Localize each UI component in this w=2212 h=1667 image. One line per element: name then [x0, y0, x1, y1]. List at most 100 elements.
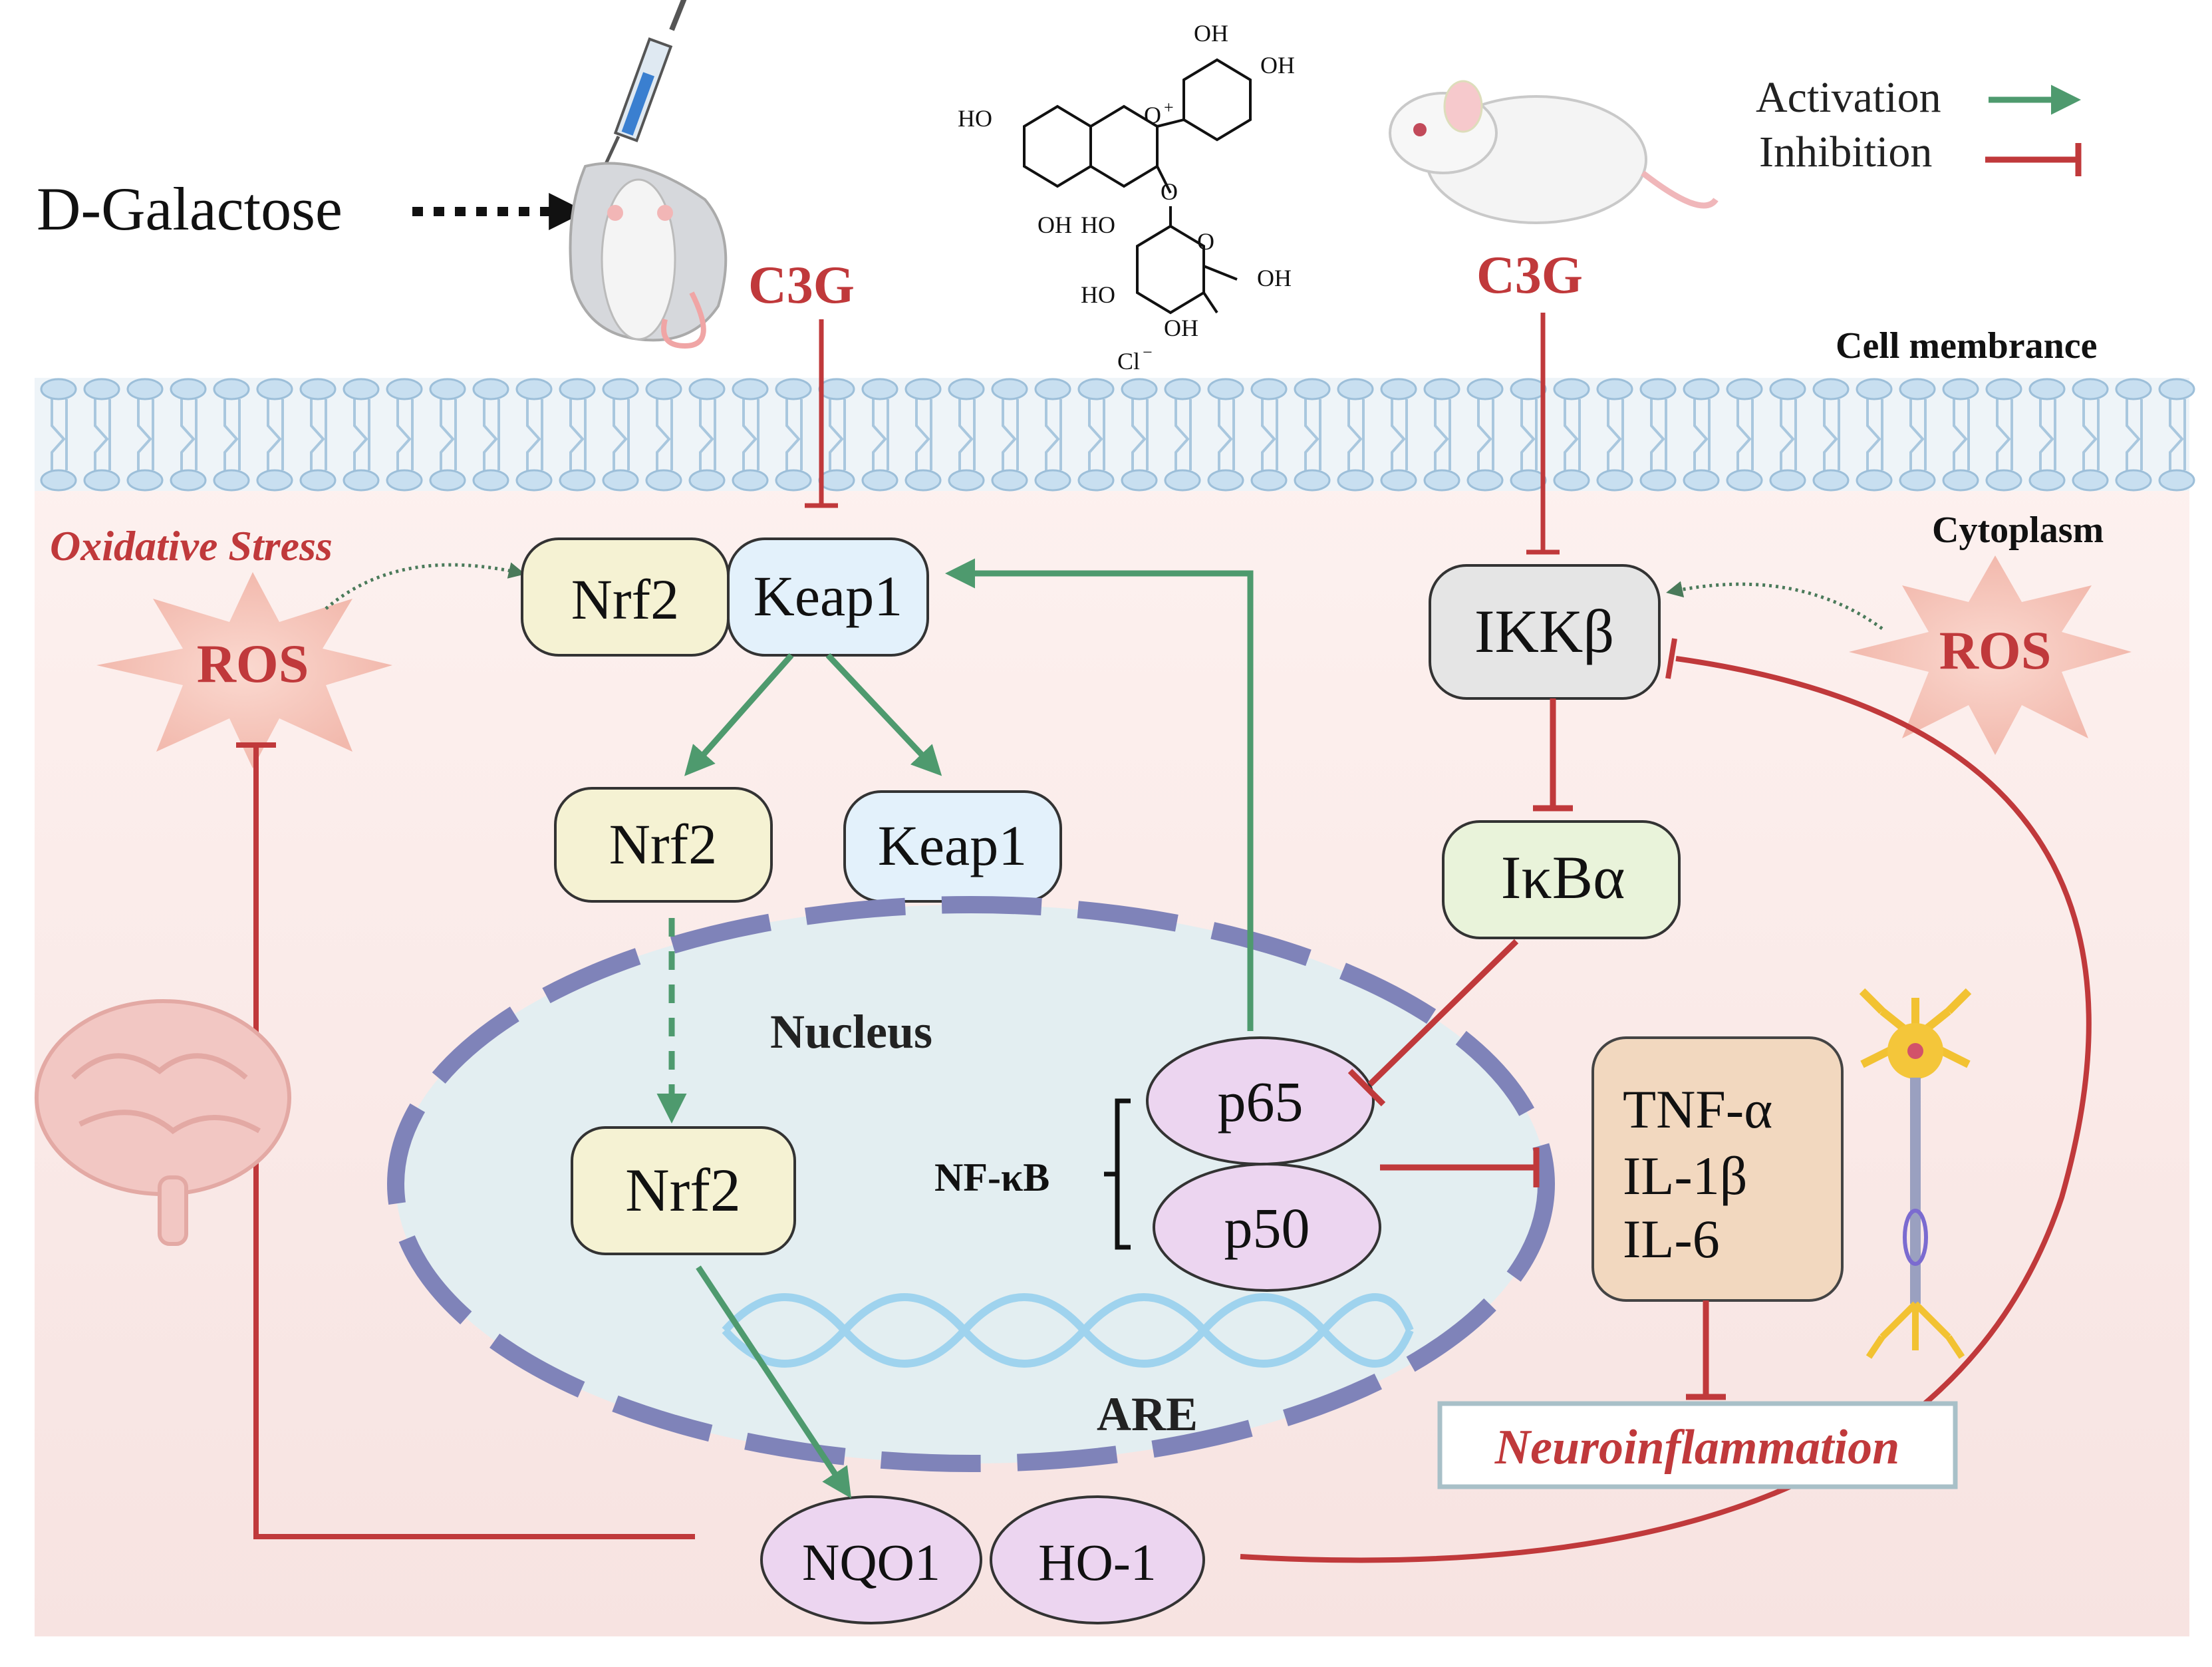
svg-text:OH: OH: [1164, 315, 1198, 341]
are-label: ARE: [1097, 1388, 1198, 1441]
phospholipid: [1380, 378, 1417, 492]
svg-text:+: +: [1164, 98, 1174, 117]
phospholipid: [2028, 378, 2066, 492]
phospholipid: [1553, 378, 1590, 492]
phospholipid: [1207, 378, 1244, 492]
phospholipid: [472, 378, 509, 492]
ros-right-burst: ROS: [1849, 555, 2132, 755]
phospholipid: [2158, 378, 2195, 492]
ros-to-ikkb-dotted-arrow: [1666, 581, 1883, 631]
phospholipid: [1294, 378, 1331, 492]
phospholipid: [818, 378, 855, 492]
c3g-molecule-labels: OH OH HO O + O OH HO HO O OH OH Cl −: [958, 20, 1295, 375]
nucleus-label: Nucleus: [770, 1005, 932, 1058]
phospholipid: [602, 378, 639, 492]
svg-text:OH: OH: [1037, 212, 1072, 238]
phospholipid: [1812, 378, 1850, 492]
phospholipid: [343, 378, 380, 492]
phospholipid: [1639, 378, 1677, 492]
phospholipid: [1856, 378, 1893, 492]
ho1-label: HO-1: [1038, 1533, 1157, 1591]
phospholipid: [1596, 378, 1633, 492]
ikba-label: IκBα: [1501, 843, 1625, 911]
nrf2-complex-label: Nrf2: [571, 567, 679, 631]
il1b-label: IL-1β: [1623, 1145, 1747, 1206]
oxidative-stress-label: Oxidative Stress: [50, 522, 333, 569]
neuroinflammation-box: [1437, 1401, 1958, 1489]
p50-node: [1153, 1163, 1381, 1292]
nrf2-free-node: [554, 787, 773, 903]
phospholipid: [775, 378, 812, 492]
nqo1-label: NQO1: [802, 1533, 940, 1591]
il6-label: IL-6: [1623, 1209, 1720, 1269]
phospholipid: [83, 378, 120, 492]
phospholipid: [1769, 378, 1806, 492]
legend-activation-label: Activation: [1756, 73, 1941, 122]
nfkb-label: NF-κB: [934, 1155, 1049, 1199]
neuron-icon: [1859, 988, 1972, 1359]
phospholipid: [904, 378, 942, 492]
syringe-icon: [597, 0, 687, 181]
phospholipid: [991, 378, 1028, 492]
ikkb-node: [1429, 564, 1661, 700]
ikba-inhibits-p65-line: [1367, 939, 1519, 1087]
tnfa-label: TNF-α: [1623, 1079, 1772, 1139]
phospholipid: [1423, 378, 1460, 492]
ros-right-label: ROS: [1939, 620, 2052, 681]
svg-text:O: O: [1161, 178, 1178, 205]
phospholipid: [1121, 378, 1158, 492]
phospholipid: [645, 378, 682, 492]
mouse-icon: [1389, 80, 1719, 224]
phospholipid: [1683, 378, 1720, 492]
legend-inhibition-label: Inhibition: [1759, 128, 1932, 176]
ikkb-label: IKKβ: [1474, 597, 1614, 665]
phospholipid: [861, 378, 899, 492]
ikba-node: [1442, 820, 1681, 939]
phospholipid: [429, 378, 466, 492]
phospholipid: [1942, 378, 1979, 492]
ros-left-label: ROS: [197, 633, 309, 694]
phospholipid: [2072, 378, 2109, 492]
p65-to-keap1-arrow: [945, 558, 1254, 1031]
svg-text:HO: HO: [1081, 212, 1115, 238]
nqo1-node: [760, 1495, 982, 1624]
phospholipid: [256, 378, 293, 492]
phospholipid: [732, 378, 769, 492]
phospholipid: [170, 378, 207, 492]
phospholipid: [1164, 378, 1201, 492]
nrf2-to-nqo1-arrow: [696, 1265, 851, 1499]
phospholipid: [948, 378, 985, 492]
keap1-free-label: Keap1: [878, 814, 1027, 877]
phospholipid: [299, 378, 337, 492]
ho1-inhibits-ikkb-line: [1240, 656, 2092, 1563]
phospholipid: [1510, 378, 1547, 492]
phospholipid: [688, 378, 726, 492]
phospholipid: [40, 378, 77, 492]
phospholipid: [1250, 378, 1288, 492]
p50-label: p50: [1224, 1196, 1310, 1260]
ros-left-burst: ROS: [96, 572, 392, 768]
svg-text:OH: OH: [1257, 265, 1292, 291]
brain-icon: [35, 999, 291, 1246]
c3g-molecule-structure: [1023, 58, 1252, 315]
phospholipid: [213, 378, 250, 492]
phospholipid: [1726, 378, 1763, 492]
cell-membrane-label: Cell membrance: [1836, 325, 2097, 367]
dna-helix-icon: [722, 1293, 1414, 1368]
phospholipid: [1466, 378, 1504, 492]
ikba-inhibits-p65-bar: [1347, 1068, 1386, 1107]
d-galactose-label: D-Galactose: [37, 175, 343, 243]
cytoplasm-label: Cytoplasm: [1932, 510, 2104, 551]
phospholipid: [1899, 378, 1936, 492]
svg-text:Cl: Cl: [1117, 348, 1140, 375]
nrf2-nuclear-node: [571, 1126, 796, 1255]
nrf2-nuclear-label: Nrf2: [625, 1156, 741, 1224]
ho1-inhibits-ikkb-bar: [1665, 638, 1677, 679]
svg-text:O: O: [1144, 102, 1161, 128]
phospholipid: [1034, 378, 1071, 492]
svg-text:OH: OH: [1194, 20, 1228, 47]
phospholipid: [1077, 378, 1115, 492]
nqo1-inhibits-ros-line: [253, 745, 695, 1539]
